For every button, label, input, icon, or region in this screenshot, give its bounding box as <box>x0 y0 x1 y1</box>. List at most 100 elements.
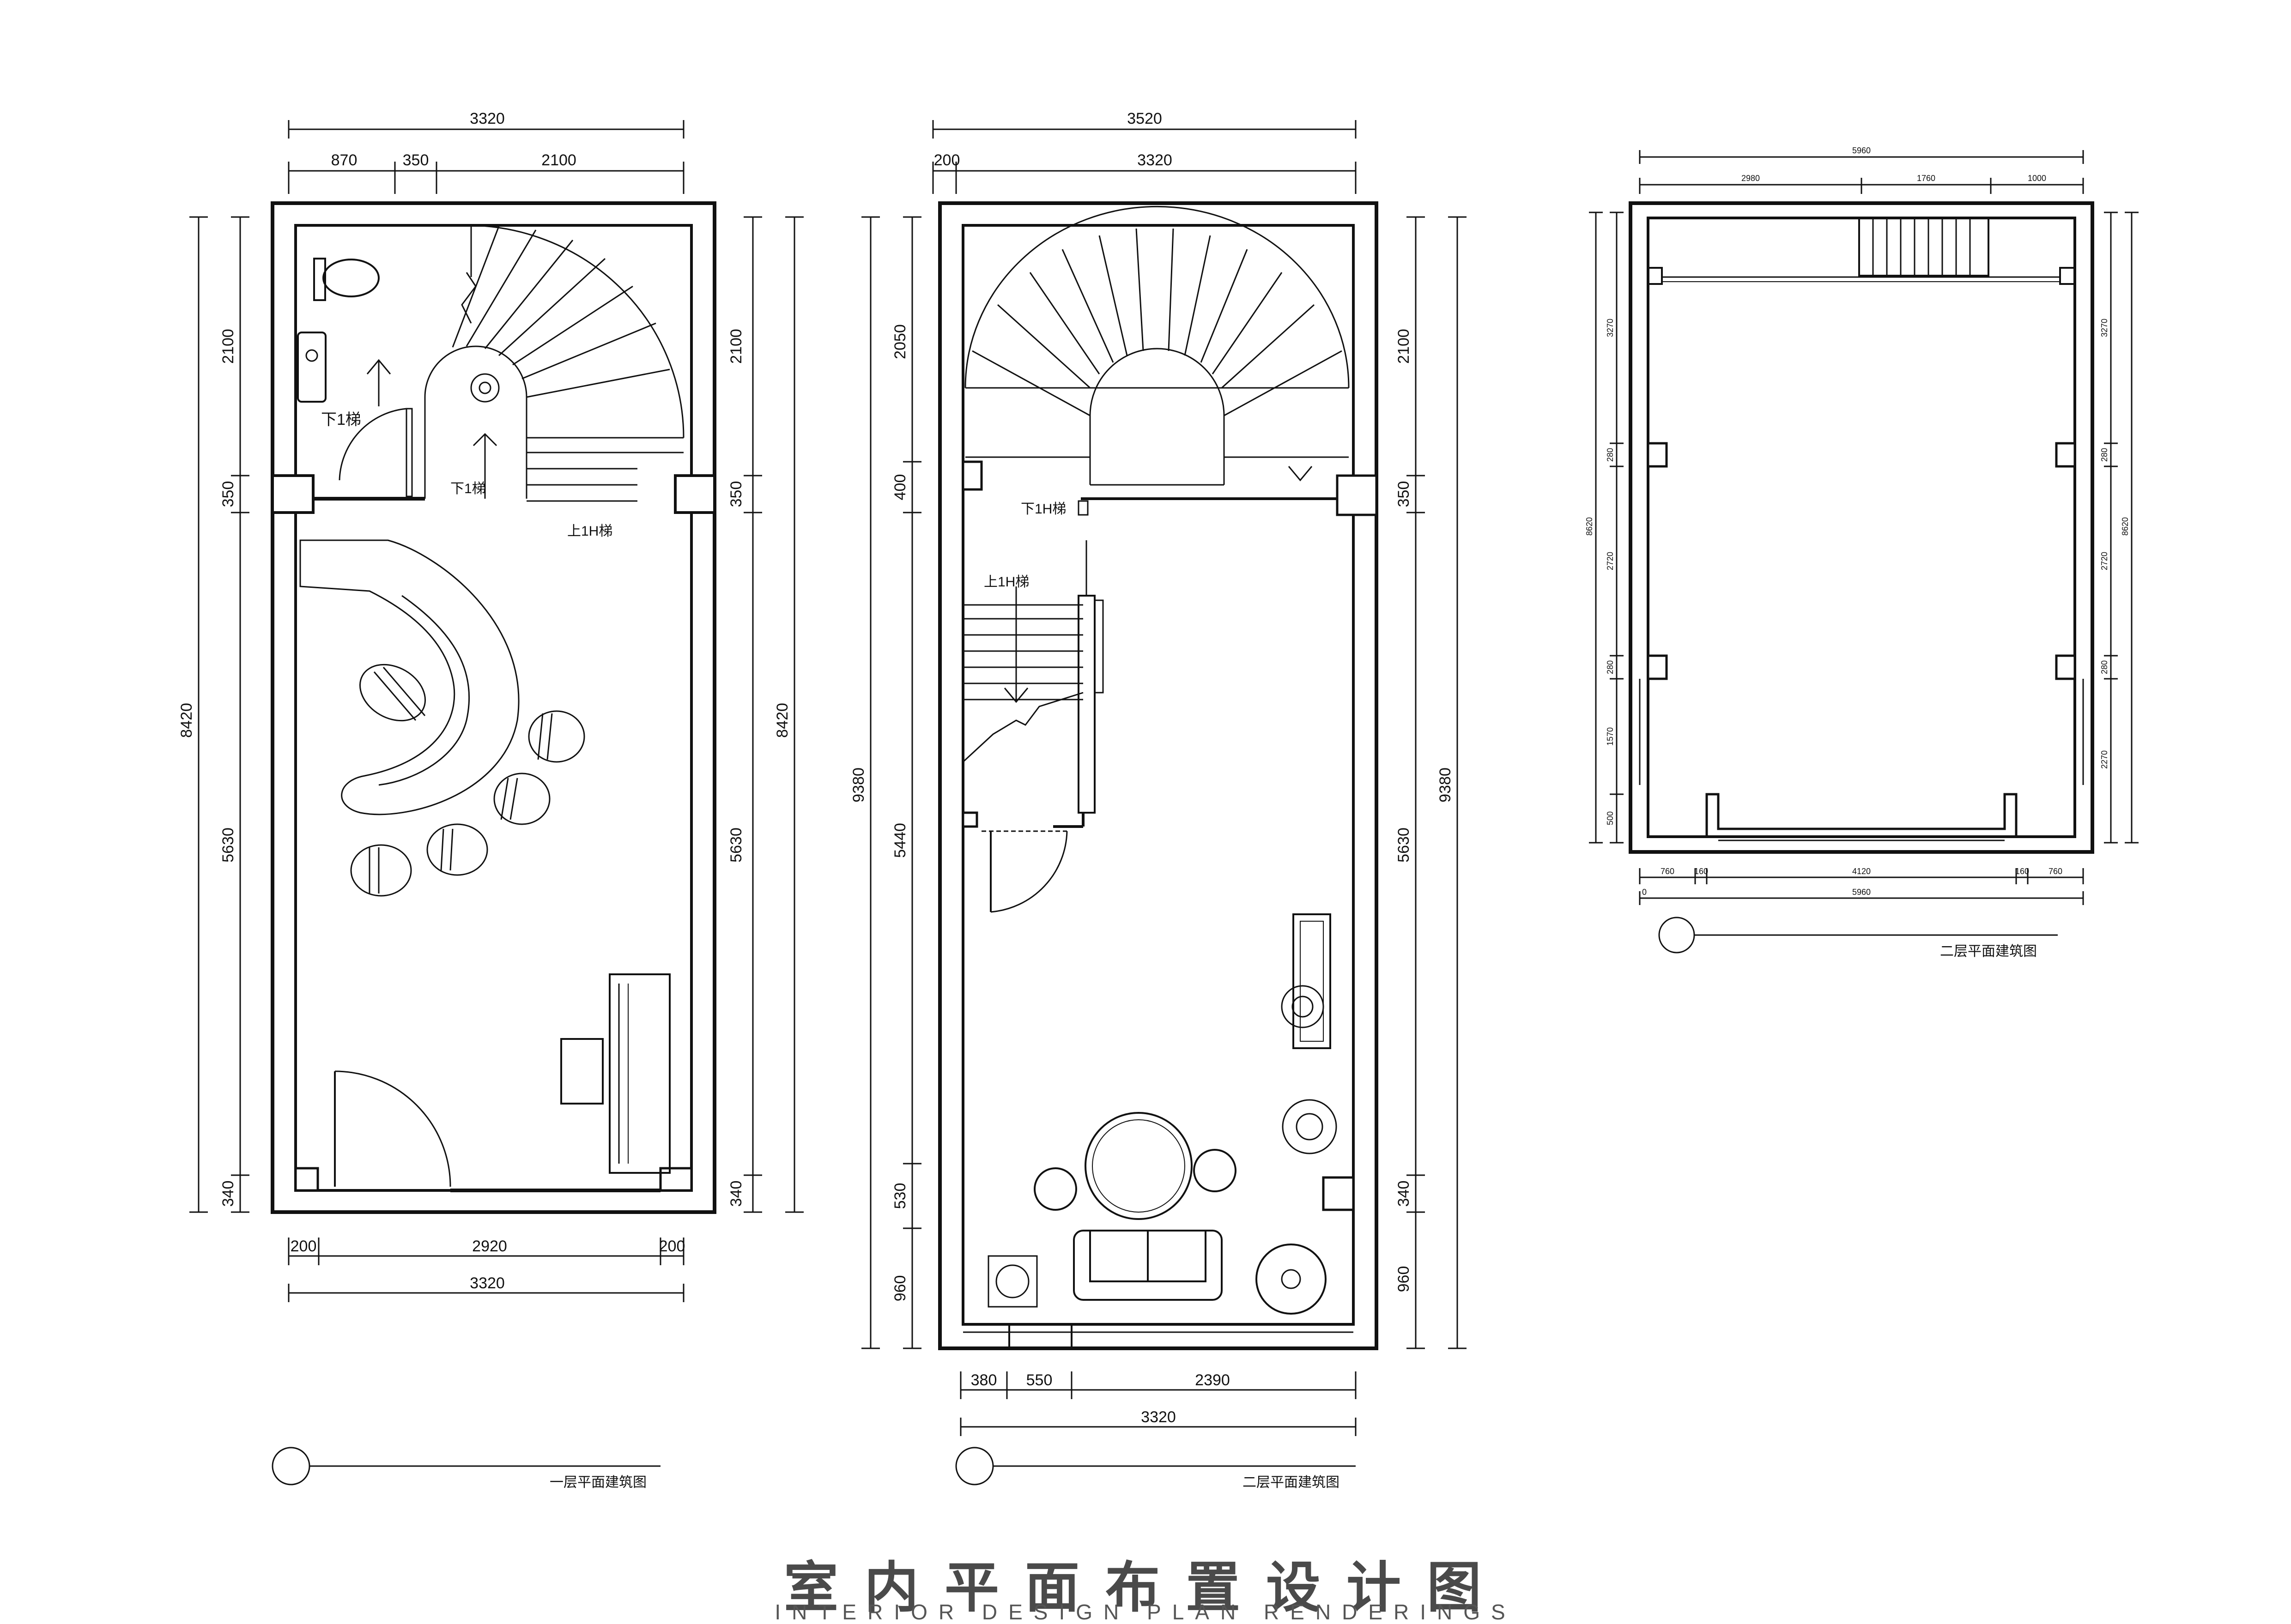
plan2-left-total: 9380 <box>850 767 867 803</box>
plan1-dim-text: 3320 870 350 2100 200 2920 200 3320 2100… <box>178 110 791 1292</box>
plan2-pier-right <box>1336 474 1378 516</box>
plan1-right-4: 340 <box>727 1181 745 1207</box>
armchair-right-2 <box>1282 1099 1337 1154</box>
plan-shell <box>1629 201 2094 854</box>
plan1-labels: 下1梯 下1梯 上1H梯 <box>321 411 612 539</box>
plan2-top-seg2: 3320 <box>1137 151 1172 169</box>
round-table <box>1085 1112 1193 1220</box>
plan3-top-seg2: 1760 <box>1917 174 1935 183</box>
plan3-inner-wall <box>1647 217 2076 838</box>
toilet-tank <box>313 258 326 301</box>
plan3-left-6: 500 <box>1606 811 1615 825</box>
plan2-right-5: 960 <box>1395 1266 1412 1292</box>
plan2-label-down: 下1H梯 <box>1021 501 1066 517</box>
plan3-right-4: 280 <box>2100 660 2109 674</box>
plan3-dim-text: 5960 2980 1760 1000 760 160 4120 160 760… <box>1585 146 2130 897</box>
plan1-top-seg1: 870 <box>331 151 358 169</box>
sofa <box>1073 1230 1223 1301</box>
sideboard <box>1292 913 1331 1049</box>
entry-door-swing <box>334 1070 451 1187</box>
bathroom-door-swing <box>339 408 407 481</box>
plan2-bottom-total: 3320 <box>1141 1408 1176 1426</box>
plan3-bottom-zero: 0 <box>1642 887 1647 897</box>
plan2-caption: 二层平面建筑图 <box>1242 1474 1339 1491</box>
toilet-bowl <box>322 259 380 297</box>
plan1-top-total: 3320 <box>470 110 505 127</box>
sheet-subtitle: INTERIOR DESIGN PLAN RENDERINGS <box>775 1600 1516 1624</box>
plan1-dimensions <box>189 120 804 1302</box>
plan2-dimensions <box>861 120 1467 1436</box>
plan3-left-5: 1570 <box>1606 727 1615 746</box>
plan2-pier-left <box>962 460 983 491</box>
plan1-left-total: 8420 <box>178 703 195 738</box>
plan2-labels: 下1H梯 上1H梯 <box>984 501 1066 590</box>
stair-arrow-1-head <box>366 359 391 374</box>
floor-drain <box>470 373 500 403</box>
plan1-right-3: 5630 <box>727 827 745 863</box>
stool-right <box>1193 1149 1236 1192</box>
plan3-bottom-seg2: 160 <box>1694 867 1708 876</box>
plan2-right-1: 2100 <box>1395 329 1412 364</box>
plan3-bottom-seg5: 760 <box>2049 867 2062 876</box>
plan2-right-total: 9380 <box>1436 767 1454 803</box>
bathroom-door-leaf <box>406 408 413 497</box>
plan3-bottom-seg3: 4120 <box>1852 867 1871 876</box>
plan1-label-down-2: 下1梯 <box>450 481 486 496</box>
plan1-caption-mark <box>272 1447 661 1485</box>
plan3-outer-wall <box>1629 201 2094 854</box>
plan1-caption: 一层平面建筑图 <box>550 1474 647 1491</box>
plan-first-floor <box>271 201 716 1214</box>
plan1-label-down-1: 下1梯 <box>321 411 361 429</box>
plan1-left-4: 340 <box>219 1181 237 1207</box>
piano-bench <box>560 1038 604 1105</box>
plan2-bottom-seg3: 2390 <box>1195 1371 1230 1389</box>
plan1-left-2: 350 <box>219 481 237 507</box>
plan2-dim-text: 3520 200 3320 380 550 2390 3320 2050 400… <box>850 110 1454 1426</box>
plan2-bottom-seg2: 550 <box>1026 1371 1053 1389</box>
plan3-right-5: 2270 <box>2100 750 2109 769</box>
plan3-right-3: 2720 <box>2100 552 2109 570</box>
plan3-caption-mark <box>1658 917 2058 954</box>
plan2-arched-stair <box>964 206 1350 486</box>
plan1-top-seg2: 350 <box>403 151 429 169</box>
plan1-pier-right <box>674 474 716 514</box>
plan1-outer-wall <box>271 201 716 1214</box>
plan1-bottom-seg1: 200 <box>291 1238 317 1255</box>
plan1-right-1: 2100 <box>727 329 745 364</box>
plan3-left-total: 8620 <box>1585 517 1594 536</box>
plan1-left-1: 2100 <box>219 329 237 364</box>
plan3-top-seg1: 2980 <box>1741 174 1760 183</box>
plan2-right-2: 350 <box>1395 481 1412 507</box>
plan3-dimensions <box>1589 150 2139 905</box>
plan1-left-3: 5630 <box>219 827 237 863</box>
plan3-left-1: 3270 <box>1606 319 1615 337</box>
plan3-bottom-seg1: 760 <box>1661 867 1674 876</box>
plan2-straight-stair <box>962 540 1104 828</box>
washbasin-drain <box>305 349 318 362</box>
plan2-left-3: 5440 <box>891 823 909 858</box>
plan3-stair <box>1858 217 1989 277</box>
plan1-inner-wall <box>294 224 693 1192</box>
plan1-right-2: 350 <box>727 481 745 507</box>
plan1-right-total: 8420 <box>774 703 791 738</box>
armchair-right-1 <box>1281 985 1324 1028</box>
plan3-top-seg3: 1000 <box>2028 174 2046 183</box>
side-table <box>1255 1244 1327 1315</box>
plan2-left-2: 400 <box>891 474 909 501</box>
plan1-spiral-stair <box>424 224 685 502</box>
plan3-top-total: 5960 <box>1852 146 1871 155</box>
plan3-right-2: 280 <box>2100 448 2109 462</box>
bar-stools <box>350 664 585 897</box>
stool-left <box>1034 1167 1077 1211</box>
plan1-pier-br <box>659 1167 693 1192</box>
plan3-left-2: 280 <box>1606 448 1615 462</box>
plan3-right-1: 3270 <box>2100 319 2109 337</box>
plan2-top-total: 3520 <box>1127 110 1162 127</box>
plan2-left-5: 960 <box>891 1275 909 1302</box>
plan2-bottom-seg1: 380 <box>971 1371 997 1389</box>
plan1-pier-left <box>271 474 315 514</box>
plan3-right-total: 8620 <box>2121 517 2130 536</box>
plan2-door-swing <box>990 831 1068 913</box>
plan1-pier-bl <box>294 1167 319 1192</box>
